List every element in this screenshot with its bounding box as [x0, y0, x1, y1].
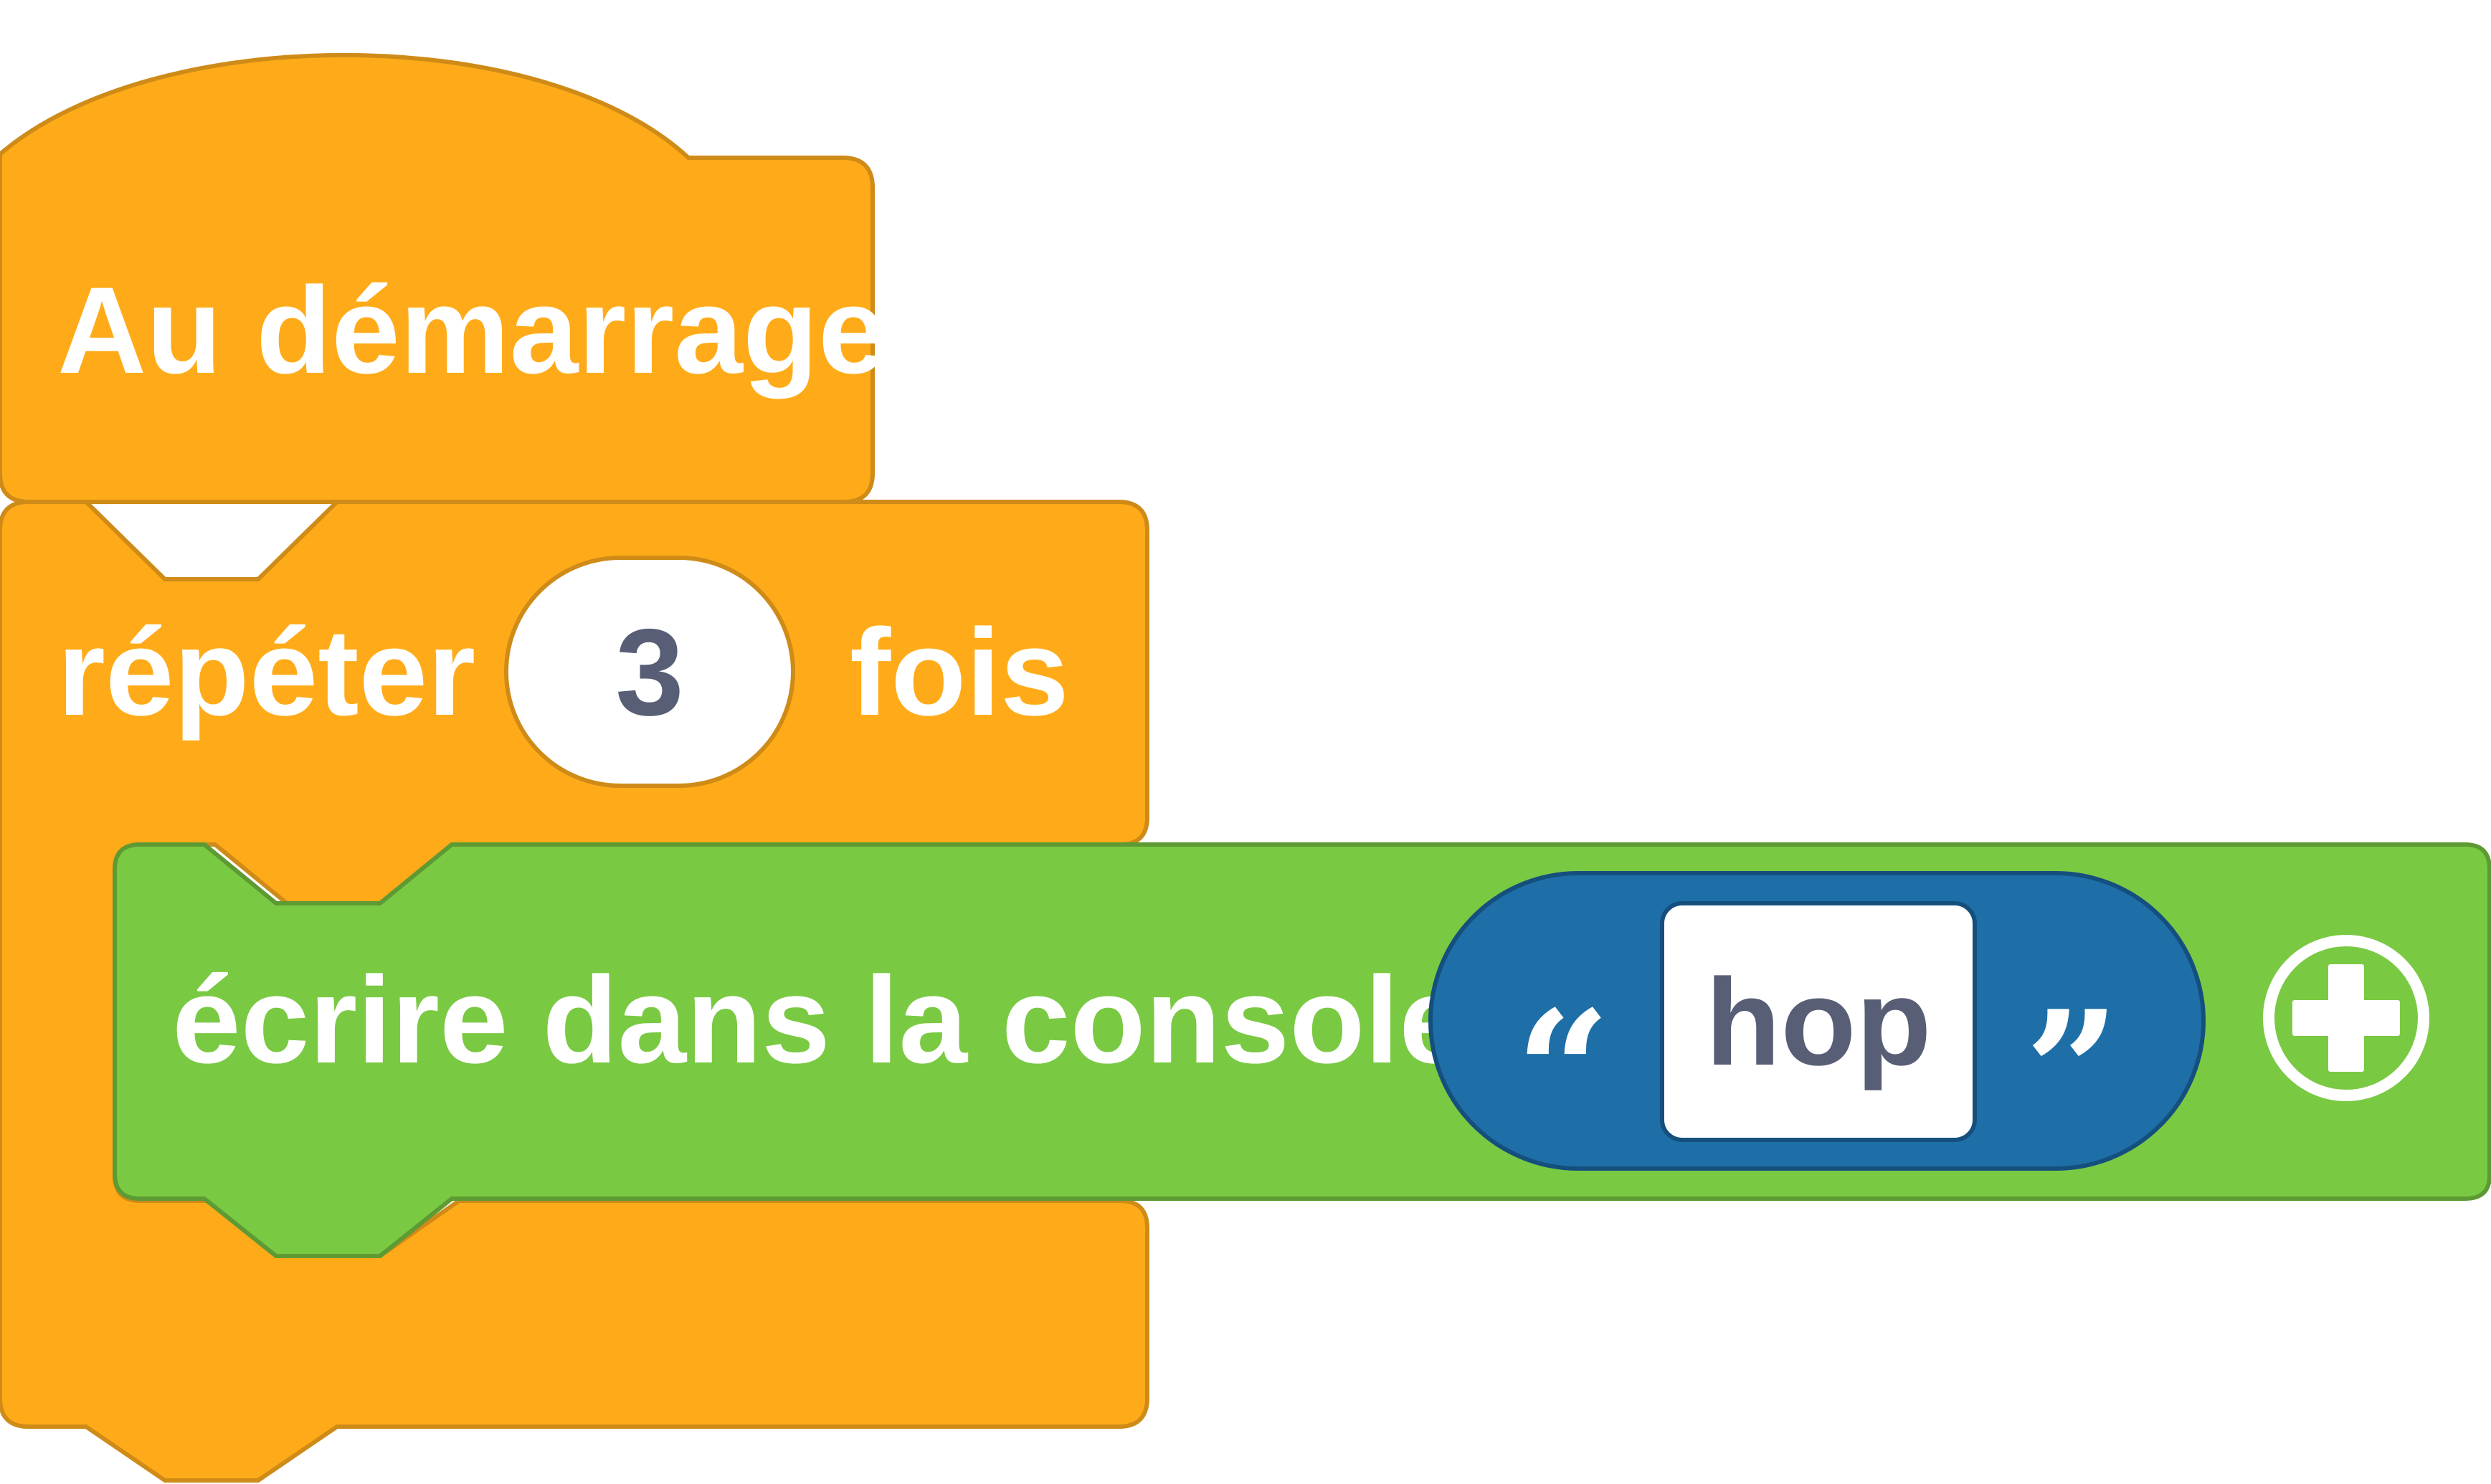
print-block[interactable]: écrire dans la console “ hop ”: [113, 842, 2491, 1258]
repeat-count-value: 3: [615, 604, 684, 741]
repeat-count-input[interactable]: 3: [504, 556, 795, 788]
string-value-text: hop: [1705, 953, 1931, 1091]
hat-block-shape: [0, 52, 875, 504]
print-block-label: écrire dans la console: [172, 951, 1468, 1089]
string-reporter[interactable]: “ hop ”: [1428, 871, 2206, 1171]
repeat-block[interactable]: répéter 3 fois: [0, 500, 1149, 1483]
plus-circle-ring: [2263, 935, 2429, 1101]
hat-block-label: Au démarrage: [57, 262, 887, 399]
string-value-field-bg: [1660, 901, 1977, 1142]
open-quote-icon: “: [1516, 975, 1610, 1169]
repeat-count-field-bg: [504, 556, 795, 788]
string-value-input[interactable]: hop: [1660, 901, 1977, 1142]
repeat-label-before: répéter: [57, 604, 475, 741]
hat-block-on-start[interactable]: Au démarrage: [0, 52, 887, 504]
plus-cross: [2292, 964, 2400, 1072]
close-quote-icon: ”: [2025, 975, 2120, 1169]
plus-circle-icon[interactable]: [2263, 935, 2429, 1101]
repeat-label-after: fois: [850, 604, 1069, 741]
